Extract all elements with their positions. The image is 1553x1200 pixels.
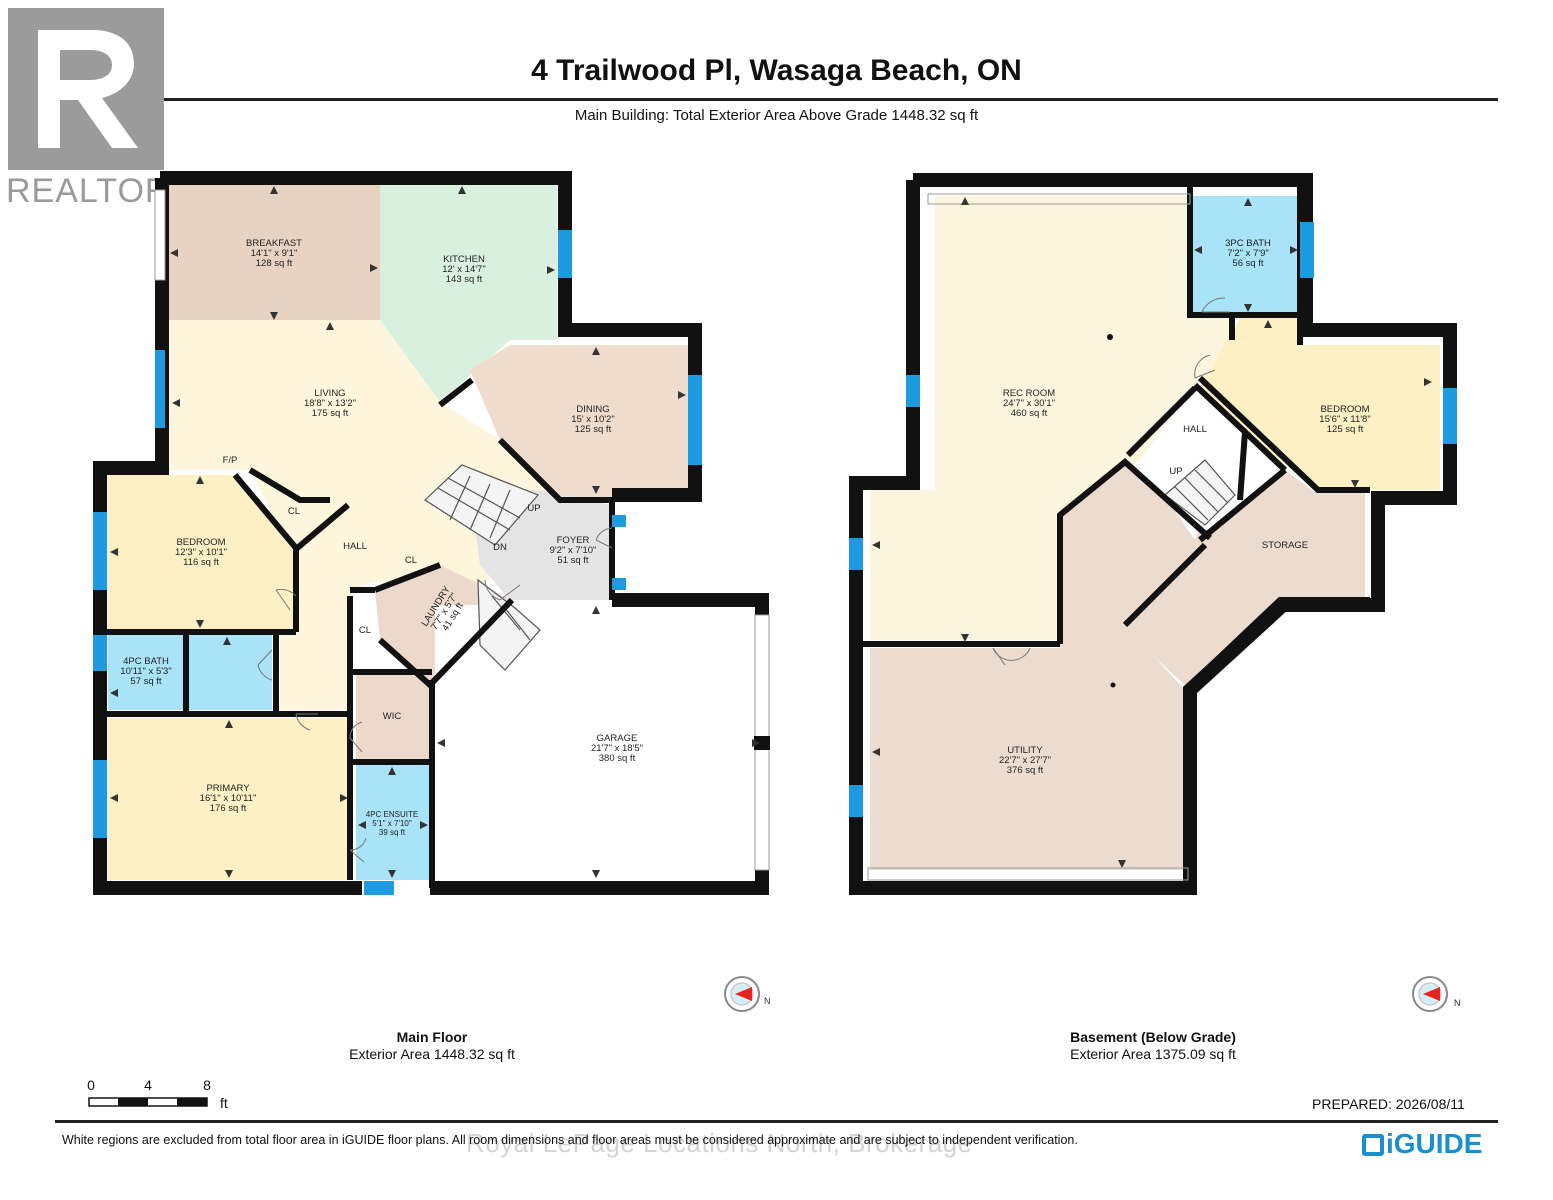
garage-room bbox=[435, 605, 762, 880]
closet-label-a: CL bbox=[288, 506, 300, 517]
bath-4pc-room bbox=[108, 635, 272, 710]
breakfast-label: BREAKFAST bbox=[246, 238, 302, 249]
dining-area: 125 sq ft bbox=[575, 424, 612, 435]
storage-label: STORAGE bbox=[1262, 540, 1308, 551]
utility-area: 376 sq ft bbox=[1007, 765, 1044, 776]
utility-label: UTILITY bbox=[1007, 745, 1043, 756]
hall-base-label: HALL bbox=[1183, 424, 1207, 435]
svg-text:ft: ft bbox=[220, 1095, 228, 1111]
iguide-logo: iGUIDE bbox=[1362, 1128, 1482, 1160]
compass-icon: N bbox=[1412, 976, 1461, 1012]
kitchen-area: 143 sq ft bbox=[446, 274, 483, 285]
ensuite-room bbox=[356, 765, 430, 880]
main-floor-area: Exterior Area 1448.32 sq ft bbox=[349, 1046, 515, 1062]
disclaimer-text: White regions are excluded from total fl… bbox=[62, 1133, 1078, 1147]
ensuite-dims: 5'1" x 7'10" bbox=[372, 819, 412, 828]
utility-dims: 22'7" x 27'7" bbox=[999, 755, 1051, 766]
wic-room bbox=[356, 672, 430, 760]
garage-dims: 21'7" x 18'5" bbox=[591, 743, 643, 754]
breakfast-area: 128 sq ft bbox=[256, 258, 293, 269]
living-area: 175 sq ft bbox=[312, 408, 349, 419]
rec-room-dims: 24'7" x 30'1" bbox=[1003, 398, 1055, 409]
bath-3pc-area: 56 sq ft bbox=[1232, 258, 1264, 269]
bath-4pc-area: 57 sq ft bbox=[130, 676, 162, 687]
living-room bbox=[168, 320, 560, 710]
closet-label-c: CL bbox=[359, 625, 371, 636]
ensuite-area: 39 sq ft bbox=[379, 828, 406, 837]
kitchen-room bbox=[380, 185, 557, 402]
foyer-dims: 9'2" x 7'10" bbox=[550, 545, 597, 556]
basement-title: Basement (Below Grade) bbox=[1070, 1029, 1236, 1045]
kitchen-label: KITCHEN bbox=[443, 254, 485, 265]
bath-3pc-room bbox=[1193, 196, 1300, 312]
svg-text:4: 4 bbox=[144, 1077, 152, 1093]
svg-text:0: 0 bbox=[87, 1077, 95, 1093]
realtor-logo-text: REALTOR bbox=[6, 172, 171, 210]
up-base-label: UP bbox=[1169, 466, 1182, 477]
basement-floor-plan: REC ROOM 24'7" x 30'1" 460 sq ft 3PC BAT… bbox=[849, 173, 1457, 895]
rec-room-label: REC ROOM bbox=[1003, 388, 1055, 399]
wic-label: WIC bbox=[383, 711, 402, 722]
scale-bar: 0 4 8 ft bbox=[87, 1077, 228, 1111]
footer-divider bbox=[55, 1120, 1498, 1123]
bedroom-main-dims: 12'3" x 10'1" bbox=[175, 547, 227, 558]
hall-main-label: HALL bbox=[343, 541, 367, 552]
garage-label: GARAGE bbox=[597, 733, 638, 744]
fp-label: F/P bbox=[223, 455, 238, 466]
brokerage-watermark: Royal LePage Locations North, Brokerage bbox=[466, 1128, 973, 1158]
svg-text:N: N bbox=[764, 996, 771, 1006]
dining-label: DINING bbox=[576, 404, 609, 415]
kitchen-dims: 12' x 14'7" bbox=[442, 264, 485, 275]
breakfast-dims: 14'1" x 9'1" bbox=[251, 248, 298, 259]
living-dims: 18'8" x 13'2" bbox=[304, 398, 356, 409]
bedroom-base-area: 125 sq ft bbox=[1327, 424, 1364, 435]
basement-area: Exterior Area 1375.09 sq ft bbox=[1070, 1046, 1236, 1062]
title-divider bbox=[55, 98, 1498, 101]
closet-label-b: CL bbox=[405, 555, 417, 566]
primary-room bbox=[108, 718, 350, 880]
ensuite-label: 4PC ENSUITE bbox=[366, 810, 418, 819]
up-main-label: UP bbox=[527, 503, 540, 514]
garage-area: 380 sq ft bbox=[599, 753, 636, 764]
bath-4pc-dims: 10'11" x 5'3" bbox=[120, 666, 171, 677]
living-label: LIVING bbox=[314, 388, 345, 399]
realtor-logo-icon bbox=[8, 8, 164, 170]
bath-3pc-dims: 7'2" x 7'9" bbox=[1227, 248, 1269, 259]
foyer-label: FOYER bbox=[557, 535, 590, 546]
rec-room-area: 460 sq ft bbox=[1011, 408, 1048, 419]
bedroom-main bbox=[108, 475, 296, 630]
primary-label: PRIMARY bbox=[206, 783, 250, 794]
breakfast-room bbox=[168, 185, 380, 320]
foyer-area: 51 sq ft bbox=[557, 555, 589, 566]
main-floor-title: Main Floor bbox=[396, 1029, 468, 1045]
dn-main-label: DN bbox=[493, 542, 507, 553]
page-subtitle: Main Building: Total Exterior Area Above… bbox=[574, 107, 979, 124]
bath-3pc-label: 3PC BATH bbox=[1225, 238, 1271, 249]
primary-area: 176 sq ft bbox=[210, 803, 247, 814]
svg-text:8: 8 bbox=[203, 1077, 211, 1093]
rec-room bbox=[870, 196, 1232, 640]
compass-icon: N bbox=[724, 976, 771, 1012]
iguide-icon bbox=[1362, 1134, 1384, 1156]
primary-dims: 16'1" x 10'11" bbox=[200, 793, 257, 804]
main-floor-plan: BREAKFAST 14'1" x 9'1" 128 sq ft KITCHEN… bbox=[93, 171, 770, 895]
bedroom-base-dims: 15'6" x 11'8" bbox=[1319, 414, 1370, 425]
bedroom-base bbox=[1200, 318, 1440, 490]
svg-text:N: N bbox=[1454, 998, 1461, 1008]
bedroom-main-label: BEDROOM bbox=[176, 537, 225, 548]
iguide-logo-text: iGUIDE bbox=[1386, 1128, 1483, 1159]
dining-dims: 15' x 10'2" bbox=[571, 414, 614, 425]
utility-room bbox=[870, 462, 1210, 870]
storage-room bbox=[1125, 470, 1365, 685]
prepared-date: PREPARED: 2026/08/11 bbox=[1312, 1096, 1465, 1112]
bath-4pc-label: 4PC BATH bbox=[123, 656, 169, 667]
page-title: 4 Trailwood Pl, Wasaga Beach, ON bbox=[531, 54, 1022, 87]
bedroom-main-area: 116 sq ft bbox=[183, 557, 219, 568]
bedroom-base-label: BEDROOM bbox=[1320, 404, 1369, 415]
